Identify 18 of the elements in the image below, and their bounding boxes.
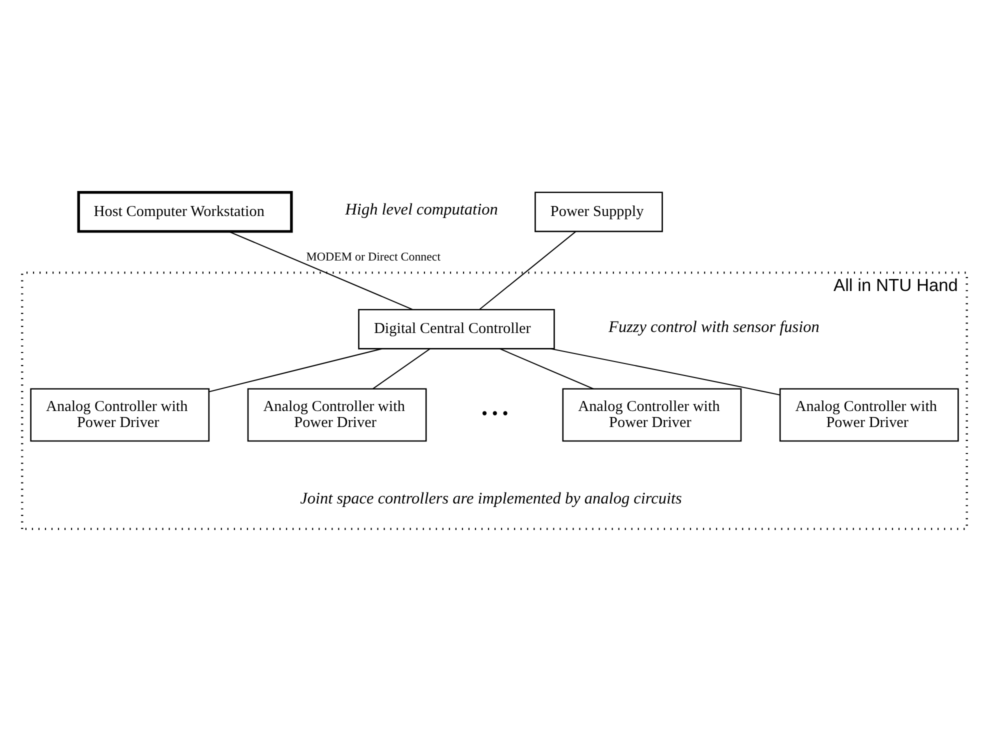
node-box: Digital Central Controller [358, 308, 555, 349]
node-box: Analog Controller with Power Driver [247, 388, 427, 442]
edge-label: MODEM or Direct Connect [306, 249, 441, 264]
node-box: Analog Controller with Power Driver [562, 388, 742, 442]
node-box: Analog Controller with Power Driver [30, 388, 210, 442]
connector [372, 348, 430, 389]
connector [208, 348, 382, 392]
connector [500, 348, 594, 389]
node-label: Fuzzy control with sensor fusion [608, 316, 820, 336]
label: Joint space controllers are implemented by analog circuits [300, 488, 682, 507]
node-label: High level computation [345, 199, 498, 218]
connector [550, 348, 780, 395]
node-box: Host Computer Workstation [77, 190, 293, 232]
node-box: Power Suppply [534, 191, 663, 232]
node-box: Analog Controller with Power Driver [779, 388, 959, 442]
label: • • • [481, 404, 508, 423]
connector [479, 230, 576, 310]
connector [228, 230, 413, 310]
